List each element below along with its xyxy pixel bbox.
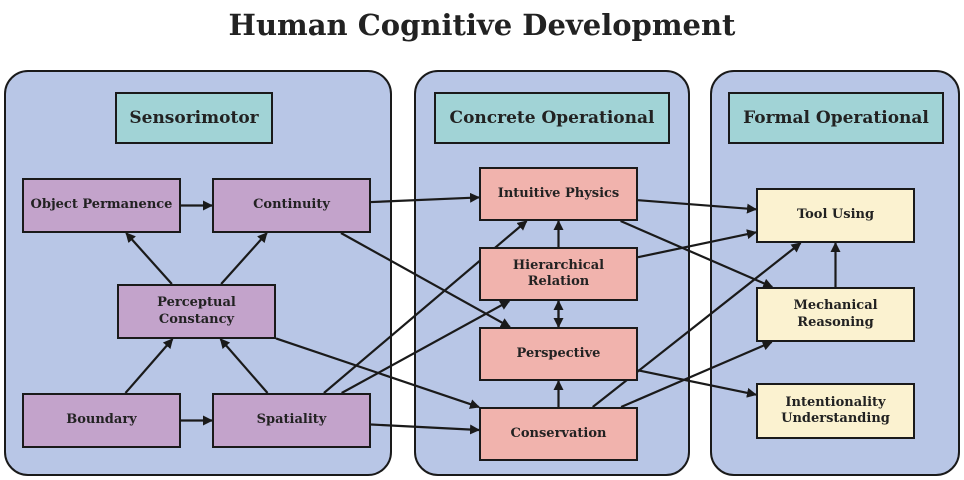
node-spatiality: Spatiality [212, 393, 371, 448]
stage-header-sensorimotor: Sensorimotor [115, 92, 273, 144]
node-perceptual-constancy: Perceptual Constancy [117, 284, 276, 339]
arrow-spatiality-to-hierarchical-relation [341, 300, 511, 394]
diagram-title: Human Cognitive Development [228, 8, 736, 42]
arrow-hierarchical-relation-to-tool-using [637, 229, 757, 259]
arrow-boundary-to-perceptual-constancy [124, 338, 174, 394]
arrow-intuitive-physics-to-mechanical-reasoning [620, 219, 774, 289]
arrow-continuity-to-intuitive-physics [370, 192, 480, 204]
stage-header-formal-operational: Formal Operational [728, 92, 944, 144]
arrow-perceptual-constancy-to-object-permanence [125, 232, 173, 285]
node-tool-using: Tool Using [756, 188, 915, 243]
node-intuitive-physics: Intuitive Physics [479, 167, 638, 221]
node-conservation: Conservation [479, 407, 638, 461]
node-boundary: Boundary [22, 393, 181, 448]
node-continuity: Continuity [212, 178, 371, 233]
arrow-intuitive-physics-to-tool-using [637, 199, 757, 214]
node-perspective: Perspective [479, 327, 638, 381]
arrow-spatiality-to-conservation [370, 423, 480, 435]
arrow-perspective-to-intentionality-understanding [637, 369, 757, 398]
node-intentionality-understanding: Intentionality Understanding [756, 383, 915, 439]
node-object-permanence: Object Permanence [22, 178, 181, 233]
node-hierarchical-relation: Hierarchical Relation [479, 247, 638, 301]
arrow-spatiality-to-perceptual-constancy [219, 338, 269, 394]
arrow-conservation-to-mechanical-reasoning [620, 340, 773, 409]
stage-header-concrete-operational: Concrete Operational [434, 92, 670, 144]
arrow-continuity-to-perspective [340, 232, 511, 328]
arrow-perceptual-constancy-to-conservation [275, 337, 480, 409]
node-mechanical-reasoning: Mechanical Reasoning [756, 287, 915, 342]
arrow-perceptual-constancy-to-continuity [220, 232, 268, 285]
